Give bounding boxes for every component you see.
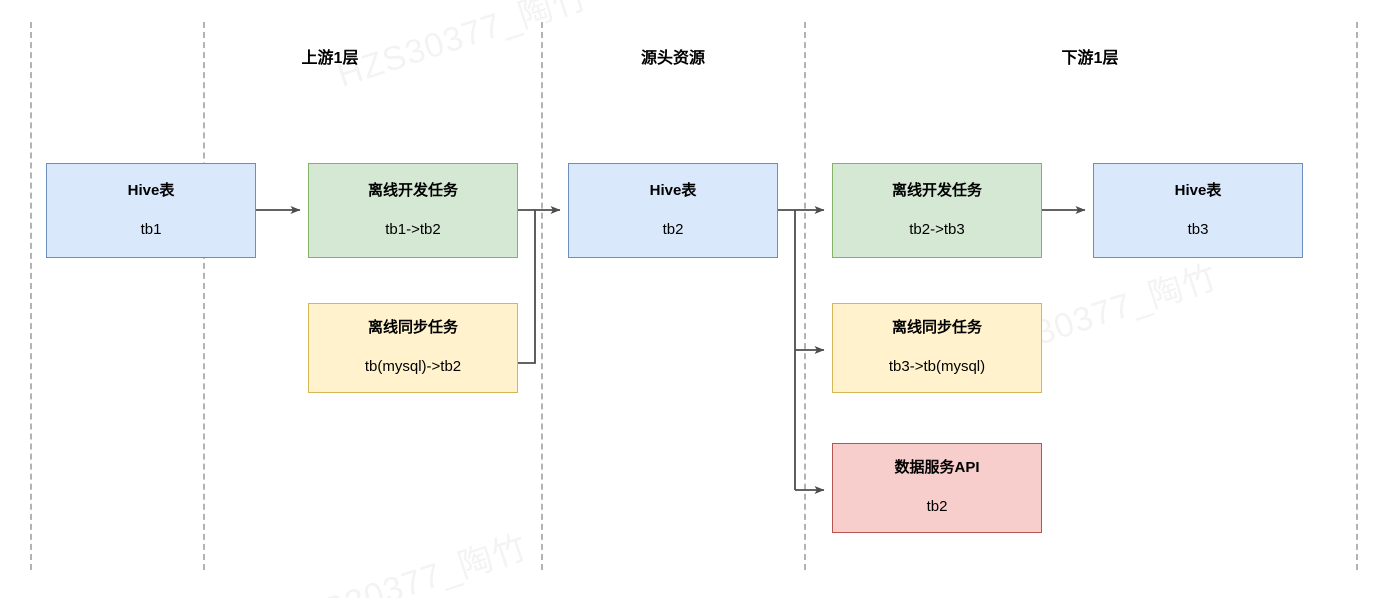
divider-downstream-start <box>804 22 806 570</box>
watermark-text-1: HZS30377_陶竹 <box>330 0 593 97</box>
node-offline-dev-task-tb2-tb3[interactable]: 离线开发任务 tb2->tb3 <box>832 163 1042 258</box>
node-subtitle: tb(mysql)->tb2 <box>364 358 462 375</box>
node-hive-tb3[interactable]: Hive表 tb3 <box>1093 163 1303 258</box>
divider-source-start <box>541 22 543 570</box>
node-title: 离线同步任务 <box>367 319 458 337</box>
node-title: 数据服务API <box>894 459 980 477</box>
node-subtitle: tb2->tb3 <box>909 220 965 238</box>
node-subtitle: tb1->tb2 <box>385 220 441 238</box>
node-subtitle: tb3->tb(mysql) <box>888 358 986 375</box>
node-offline-dev-task-tb1-tb2[interactable]: 离线开发任务 tb1->tb2 <box>308 163 518 258</box>
lane-header-downstream: 下游1层 <box>1061 50 1119 67</box>
node-subtitle: tb2 <box>662 220 684 238</box>
divider-right-edge <box>1356 22 1358 570</box>
node-subtitle: tb2 <box>926 498 948 515</box>
node-hive-tb2[interactable]: Hive表 tb2 <box>568 163 778 258</box>
divider-left-edge <box>30 22 32 570</box>
node-hive-tb1[interactable]: Hive表 tb1 <box>46 163 256 258</box>
node-subtitle: tb1 <box>140 220 162 238</box>
divider-upstream-start <box>203 22 205 570</box>
watermark-text-3: HZS30377_陶竹 <box>270 520 533 598</box>
node-subtitle: tb3 <box>1187 220 1209 238</box>
node-offline-sync-task-tb3-mysql[interactable]: 离线同步任务 tb3->tb(mysql) <box>832 303 1042 393</box>
node-data-service-api-tb2[interactable]: 数据服务API tb2 <box>832 443 1042 533</box>
node-title: Hive表 <box>649 181 697 199</box>
edge-merge-bus-vertical <box>518 210 536 364</box>
node-title: 离线同步任务 <box>891 319 982 337</box>
node-offline-sync-task-mysql-tb2[interactable]: 离线同步任务 tb(mysql)->tb2 <box>308 303 518 393</box>
lane-header-source: 源头资源 <box>640 50 706 67</box>
node-title: 离线开发任务 <box>891 181 982 199</box>
node-title: 离线开发任务 <box>367 181 458 199</box>
node-title: Hive表 <box>1174 181 1222 199</box>
lane-header-upstream: 上游1层 <box>301 50 359 67</box>
node-title: Hive表 <box>127 181 175 199</box>
